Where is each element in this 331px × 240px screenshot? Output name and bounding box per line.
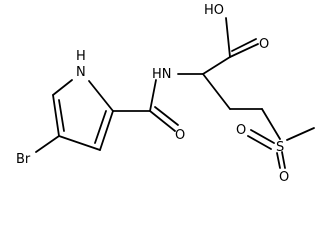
atom-label-amide-nh: HN <box>152 67 172 82</box>
bond-calpha-ch2a <box>202 73 231 110</box>
atom-label-bromine: Br <box>16 152 31 167</box>
atom-label-layer: HO O HN O H N Br S O O <box>16 3 289 184</box>
bond-s-o1-b <box>247 135 272 150</box>
bond-c2-n1 <box>88 80 114 112</box>
bond-c5-c4-inner <box>58 99 65 132</box>
bond-ch2b-s <box>261 108 281 140</box>
bond-c5-c4 <box>52 94 60 137</box>
atom-label-acid-oxygen: O <box>259 37 269 52</box>
bond-c4-c3 <box>58 135 101 151</box>
bond-s-o1-a <box>250 129 275 144</box>
bond-nh-camide <box>149 79 157 112</box>
atom-label-pyrrole-n: N <box>76 65 86 80</box>
bond-cacid-o-double-b <box>231 38 257 52</box>
structure-drawing: HO O HN O H N Br S O O <box>16 3 315 184</box>
atom-label-pyrrole-h: H <box>76 49 86 64</box>
bond-camide-o-double-a <box>149 110 176 132</box>
bond-s-o2-b <box>276 152 281 169</box>
atom-label-sulfonyl-oxygen-2: O <box>279 170 289 184</box>
bond-cacid-oh <box>225 17 231 58</box>
bond-s-o2-a <box>281 151 286 169</box>
atom-label-hydroxyl: HO <box>204 3 224 18</box>
bond-n1-c5 <box>52 79 73 96</box>
bond-c4-br <box>35 135 60 153</box>
bond-c3-c2 <box>99 110 114 151</box>
bond-layer <box>35 17 315 169</box>
atom-label-sulfur: S <box>276 140 284 155</box>
chemical-structure: HO O HN O H N Br S O O <box>16 3 315 184</box>
bond-calpha-cacid <box>202 56 231 75</box>
bond-c3-c2-inner <box>94 110 107 144</box>
atom-label-sulfonyl-oxygen-1: O <box>236 123 246 138</box>
bond-camide-o-double-b <box>154 106 179 126</box>
atom-label-amide-oxygen: O <box>175 128 185 143</box>
bond-cacid-o-double-a <box>229 43 259 58</box>
bond-s-ch3 <box>286 127 315 141</box>
